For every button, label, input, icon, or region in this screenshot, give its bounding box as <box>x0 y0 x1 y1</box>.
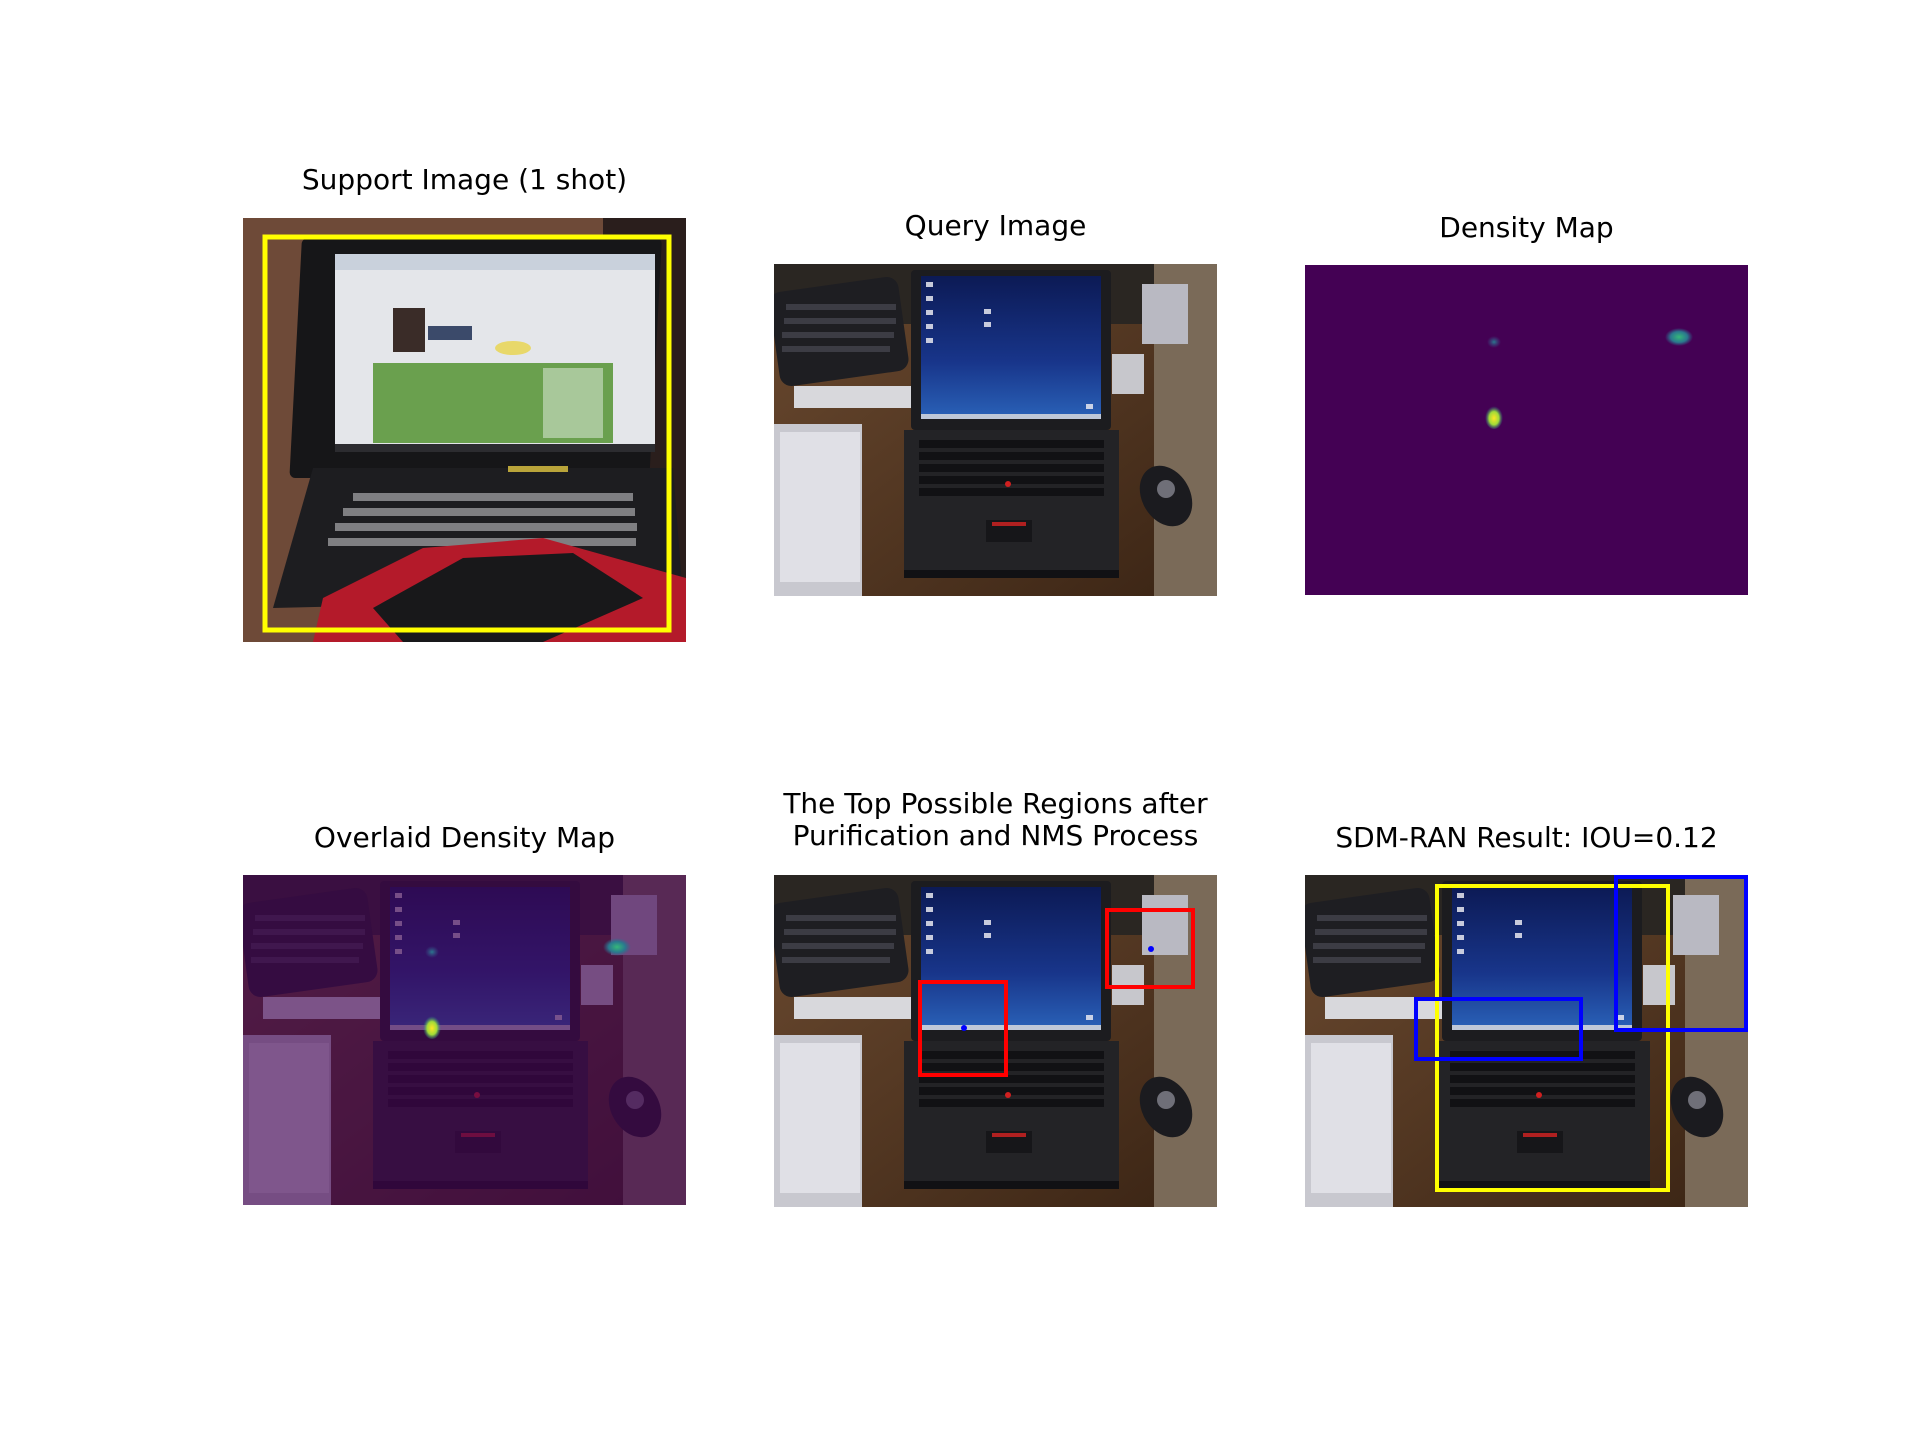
top-regions-image <box>774 875 1217 1207</box>
ground-truth-box <box>1435 884 1670 1192</box>
result-panel: SDM-RAN Result: IOU=0.12 <box>1305 820 1748 1207</box>
panel-title: Support Image (1 shot) <box>301 163 628 196</box>
panel-title: Density Map <box>1439 211 1614 244</box>
candidate-region-box <box>1105 908 1195 989</box>
panel-title: SDM-RAN Result: IOU=0.12 <box>1335 821 1718 854</box>
overlaid-density-map-panel: Overlaid Density Map <box>243 820 686 1206</box>
candidate-point <box>1148 946 1154 952</box>
support-image <box>243 218 686 642</box>
predicted-box <box>1614 875 1748 1032</box>
result-image <box>1305 875 1748 1207</box>
density-map <box>1305 265 1748 595</box>
density-map-panel: Density Map <box>1305 208 1748 596</box>
panel-title: Query Image <box>904 209 1087 242</box>
predicted-box <box>1414 997 1583 1061</box>
support-image-panel: Support Image (1 shot) <box>243 160 686 642</box>
candidate-region-box <box>918 980 1008 1077</box>
density-peak-weak <box>1487 336 1501 348</box>
density-peak-medium <box>1665 328 1693 346</box>
query-image <box>774 264 1217 596</box>
overlaid-density-map <box>243 875 686 1205</box>
query-image-panel: Query Image <box>774 208 1217 596</box>
candidate-point <box>961 1025 967 1031</box>
panel-title: Overlaid Density Map <box>313 821 616 854</box>
support-exemplar-box <box>262 234 672 633</box>
top-regions-panel: The Top Possible Regions after Purificat… <box>774 786 1217 1207</box>
density-peak-strong <box>1485 405 1503 429</box>
panel-title: The Top Possible Regions after Purificat… <box>783 787 1208 852</box>
